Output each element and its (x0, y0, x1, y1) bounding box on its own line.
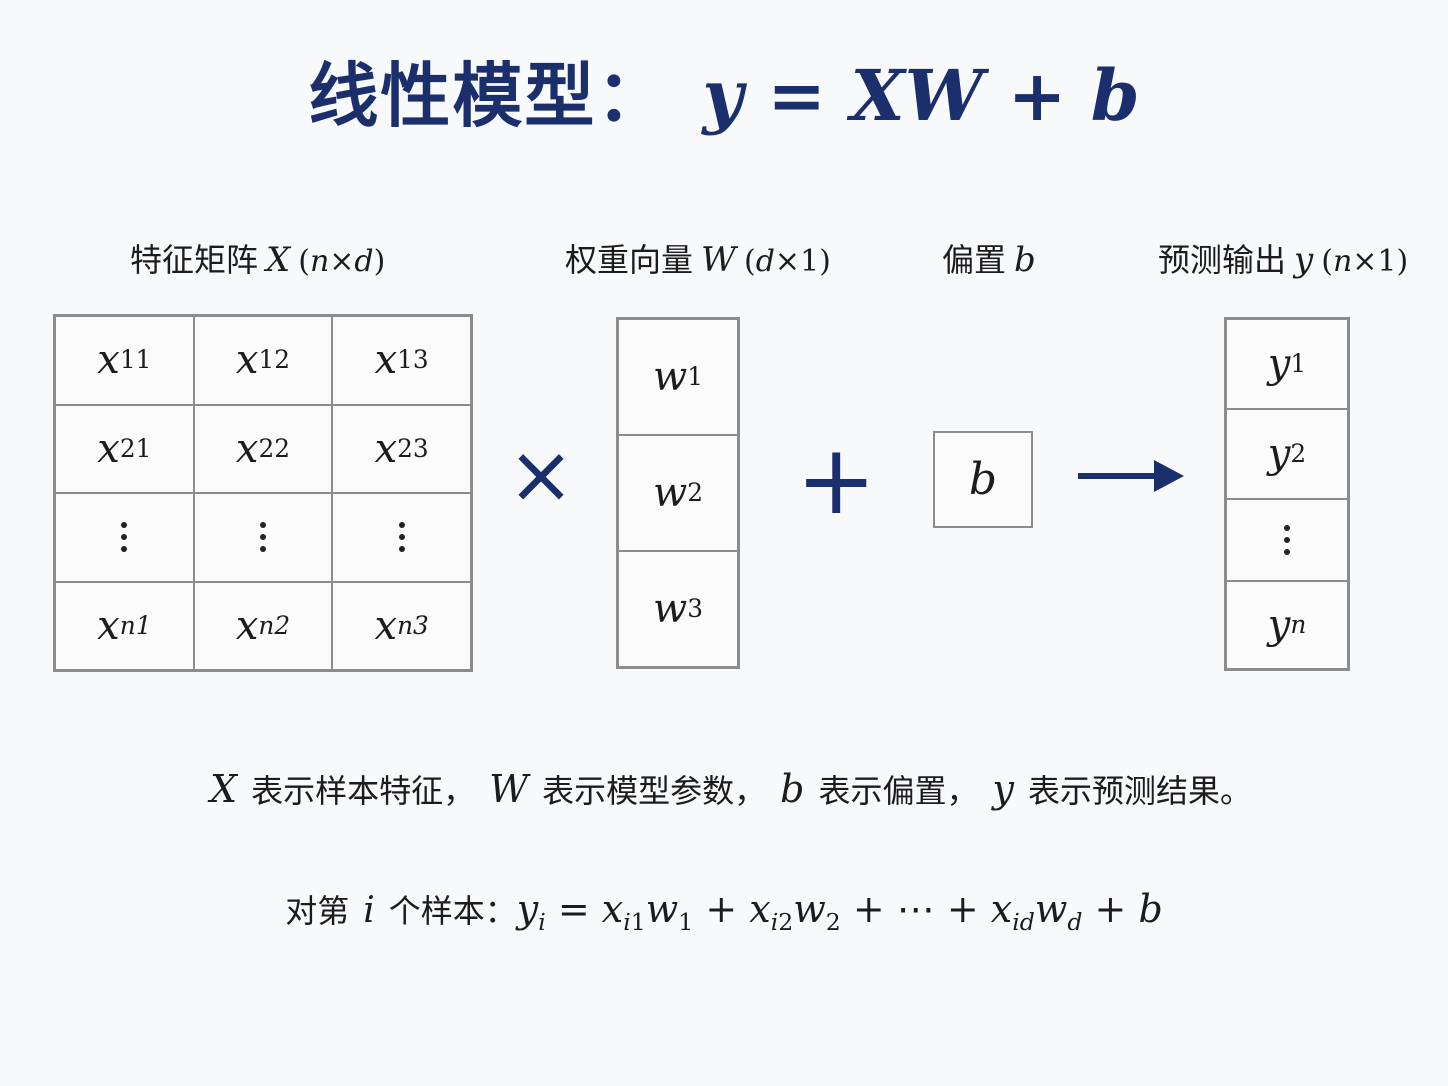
vdots-icon (1284, 522, 1290, 558)
page-title: 线性模型： y = XW + b (0, 40, 1448, 140)
vdots-icon (121, 519, 128, 555)
vdots-icon (398, 519, 405, 555)
times-operator: × (507, 428, 575, 521)
formula-expression: yi = xi1w1 + xi2w2 + ⋯ + xidwd + b (516, 887, 1163, 937)
bias-cell: b (968, 454, 998, 505)
vdots-icon (259, 519, 266, 555)
title-text: 线性模型： (308, 55, 669, 137)
vector-vdots-cell (1225, 498, 1349, 582)
arrow-right-icon (1078, 460, 1184, 492)
matrix-vdots-cell (331, 492, 472, 583)
matrix-vdots-cell (54, 492, 195, 583)
matrix-vdots-cell (192, 492, 334, 583)
bias-box: b (933, 431, 1033, 528)
title-equation: y = XW + b (702, 54, 1140, 137)
plus-operator: + (796, 424, 877, 536)
